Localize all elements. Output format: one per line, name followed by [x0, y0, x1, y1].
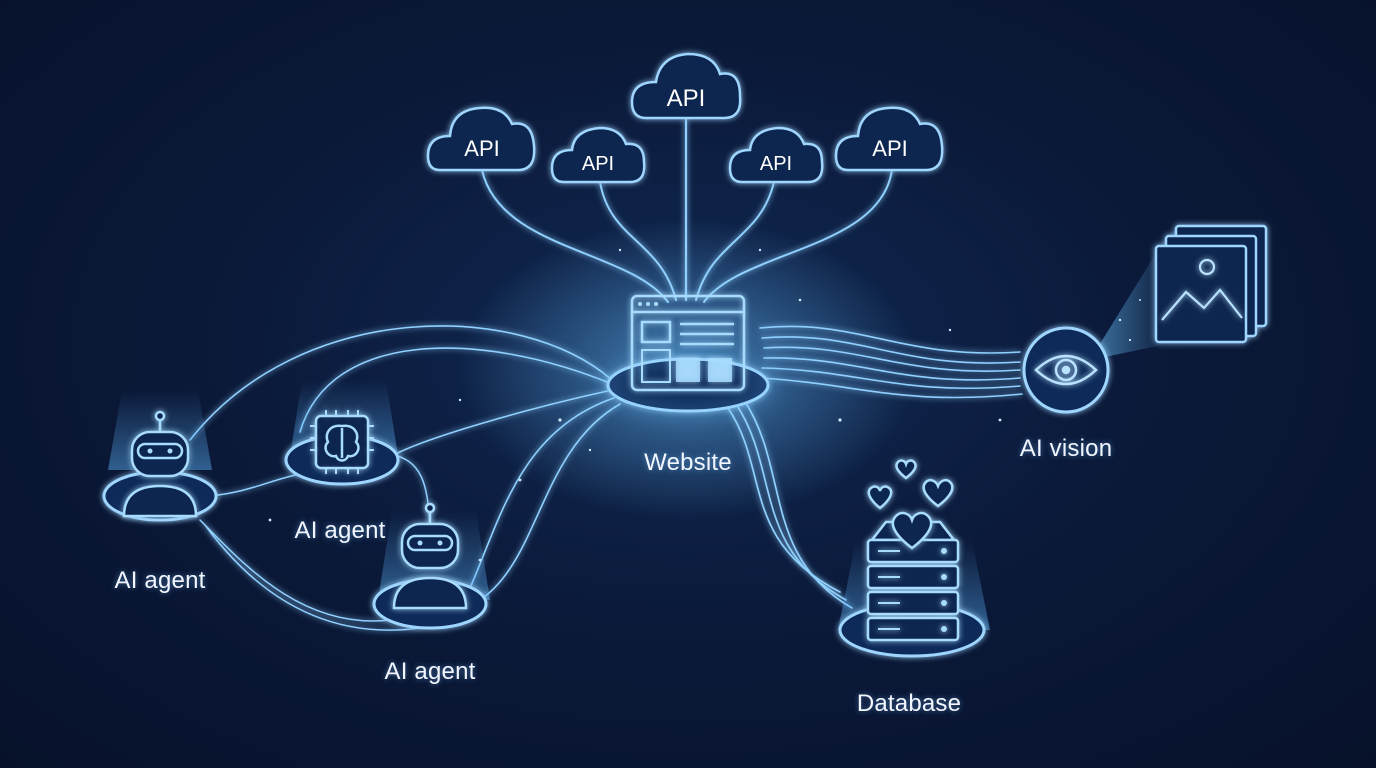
agent-bottom-label: AI agent — [384, 658, 476, 685]
link-api-5 — [703, 169, 893, 303]
api-label-4: API — [760, 153, 792, 175]
website-node — [603, 294, 773, 416]
agent-left-label: AI agent — [114, 567, 206, 594]
brain-chip-icon — [314, 414, 370, 470]
ai-vision-label: AI vision — [1019, 435, 1113, 462]
api-labels: API API API API API — [464, 85, 907, 175]
api-clouds — [426, 52, 944, 184]
api-cloud-1 — [426, 106, 536, 172]
database-node — [838, 459, 986, 658]
eye-icon — [1034, 354, 1098, 386]
api-label-5: API — [872, 136, 907, 161]
ai-vision-node — [1022, 224, 1268, 414]
link-api-1 — [481, 169, 669, 303]
link-vision — [759, 325, 1023, 399]
agent-bottom-node — [372, 502, 488, 630]
image-stack-icon — [1154, 224, 1268, 344]
hearts-icon — [867, 459, 954, 550]
sparkles — [268, 248, 1141, 562]
api-label-2: API — [582, 153, 614, 175]
link-api-2 — [599, 181, 677, 301]
robot-icon — [122, 410, 198, 518]
api-label-1: API — [464, 136, 499, 161]
vision-cone — [1090, 250, 1158, 360]
website-label: Website — [644, 449, 732, 476]
api-cloud-2 — [550, 126, 646, 184]
api-cloud-5 — [834, 106, 944, 172]
link-database — [727, 399, 853, 609]
api-label-3: API — [667, 85, 706, 112]
link-api-4 — [695, 181, 775, 301]
agent-left-node — [102, 410, 218, 522]
browser-window-icon — [630, 294, 746, 392]
agent-chip-label: AI agent — [294, 517, 386, 544]
database-label: Database — [856, 690, 962, 717]
api-cloud-3 — [630, 52, 742, 120]
api-cloud-4 — [728, 126, 824, 184]
agent-chip-node — [284, 410, 400, 486]
robot-icon — [392, 502, 468, 610]
